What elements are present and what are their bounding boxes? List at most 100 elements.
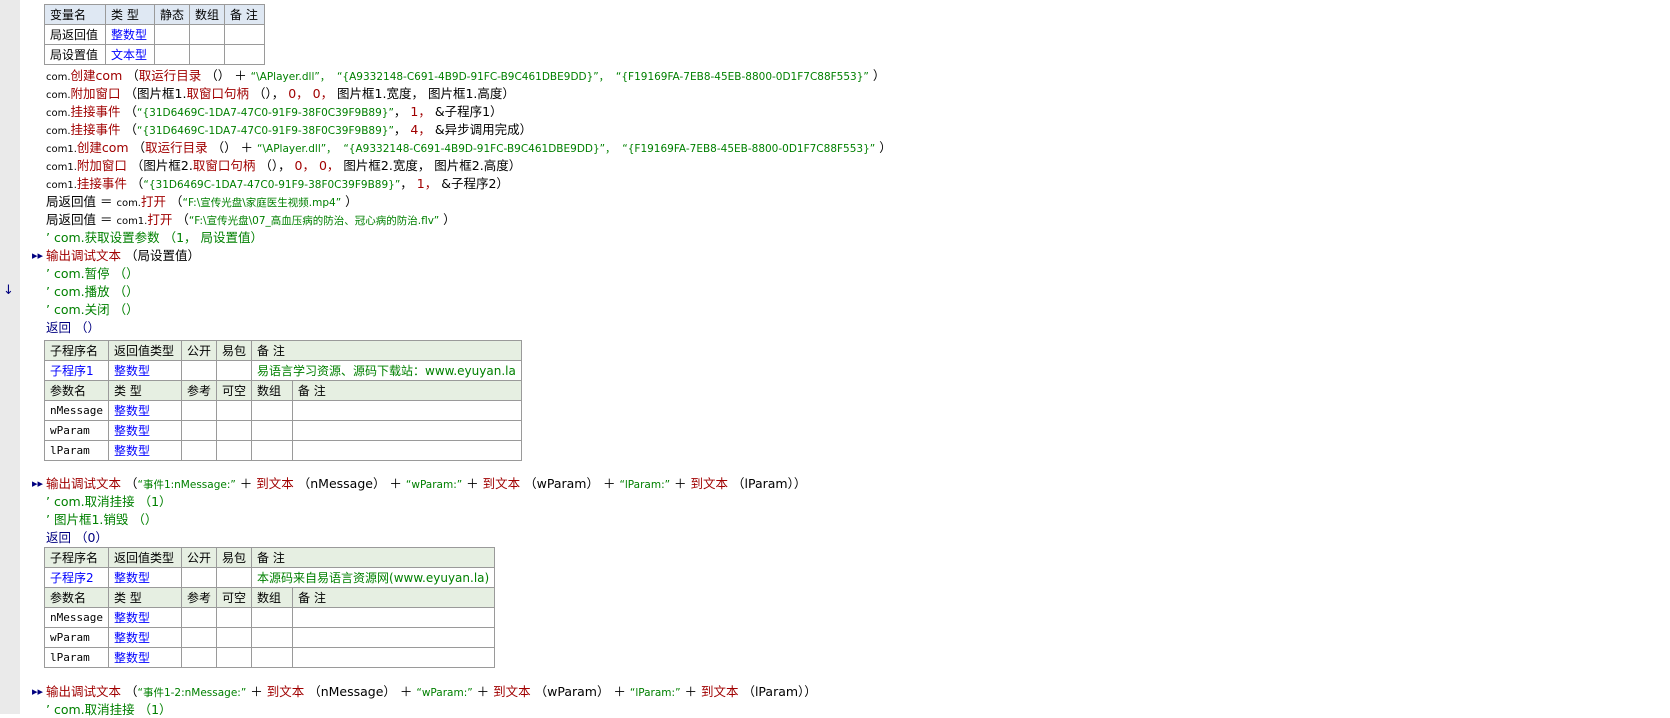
code-line[interactable]: 返回 （） xyxy=(46,320,100,336)
param-ref[interactable] xyxy=(180,647,218,668)
code-comment-line[interactable]: ’ com.关闭 （） xyxy=(46,302,139,318)
code-punct-token: ， xyxy=(393,104,407,119)
var-type[interactable]: 文本型 xyxy=(105,44,155,65)
param-ref[interactable] xyxy=(180,607,218,628)
var-name[interactable]: 局设置值 xyxy=(44,44,106,65)
sub-return-type[interactable]: 整数型 xyxy=(107,360,182,381)
code-function-token: 创建com xyxy=(70,68,123,83)
param-note[interactable] xyxy=(292,627,496,648)
param-nullable[interactable] xyxy=(215,627,253,648)
param-row[interactable]: lParam 整数型 xyxy=(44,440,522,461)
param-nullable[interactable] xyxy=(215,400,253,421)
param-name[interactable]: lParam xyxy=(44,647,109,668)
param-nullable[interactable] xyxy=(215,647,253,668)
code-line[interactable]: 输出调试文本 （“事件1-2:nMessage:” ＋ 到文本 （nMessag… xyxy=(46,684,817,701)
param-row[interactable]: lParam 整数型 xyxy=(44,647,496,668)
param-name[interactable]: lParam xyxy=(44,440,109,461)
param-ref[interactable] xyxy=(180,420,218,441)
code-keyword-token: 返回 （） xyxy=(46,320,100,335)
var-note[interactable] xyxy=(224,24,266,45)
param-type[interactable]: 整数型 xyxy=(107,420,182,441)
param-row[interactable]: wParam 整数型 xyxy=(44,420,522,441)
code-line[interactable]: 输出调试文本 （“事件1:nMessage:” ＋ 到文本 （nMessage）… xyxy=(46,476,806,493)
param-ref[interactable] xyxy=(180,400,218,421)
var-static[interactable] xyxy=(153,44,191,65)
param-note[interactable] xyxy=(292,647,496,668)
param-type[interactable]: 整数型 xyxy=(107,400,182,421)
param-name[interactable]: wParam xyxy=(44,420,109,441)
param-array[interactable] xyxy=(251,400,293,421)
code-line[interactable]: com1.挂接事件 （“{31D6469C-1DA7-47C0-91F9-38F… xyxy=(46,176,509,194)
breakpoint-arrow-marker[interactable]: ▸▸ xyxy=(32,685,44,698)
param-type[interactable]: 整数型 xyxy=(107,440,182,461)
code-line[interactable]: com1.附加窗口 （图片框2.取窗口句柄 （）， 0， 0， 图片框2.宽度，… xyxy=(46,158,521,176)
code-line[interactable]: 局返回值 ＝ com.打开 （“F:\宣传光盘\家庭医生视频.mp4” ） xyxy=(46,194,358,212)
code-function-token: 取窗口句柄 xyxy=(192,158,256,173)
code-line[interactable]: 返回 （0） xyxy=(46,530,108,546)
code-punct-token: （ xyxy=(121,684,138,699)
code-line[interactable]: com.挂接事件 （“{31D6469C-1DA7-47C0-91F9-38F0… xyxy=(46,122,532,140)
sub-name[interactable]: 子程序2 xyxy=(44,567,109,588)
breakpoint-arrow-marker[interactable]: ▸▸ xyxy=(32,477,44,490)
param-name[interactable]: nMessage xyxy=(44,400,109,421)
code-string-token: “\APlayer.dll”， “{A9332148-C691-4B9D-91F… xyxy=(250,71,869,83)
sub-public[interactable] xyxy=(180,360,218,381)
param-note[interactable] xyxy=(291,440,522,461)
var-static[interactable] xyxy=(153,24,191,45)
sub-row[interactable]: 子程序1 整数型 易语言学习资源、源码下载站：www.eyuyan.la xyxy=(44,360,522,381)
code-comment-line[interactable]: ’ com.取消挂接 （1） xyxy=(46,702,172,718)
sub-public[interactable] xyxy=(180,567,218,588)
param-row[interactable]: nMessage 整数型 xyxy=(44,607,496,628)
code-line[interactable]: 局返回值 ＝ com1.打开 （“F:\宣传光盘\07_高血压病的防治、冠心病的… xyxy=(46,212,456,230)
var-array[interactable] xyxy=(189,44,226,65)
param-note[interactable] xyxy=(292,607,496,628)
code-comment-line[interactable]: ’ com.取消挂接 （1） xyxy=(46,494,172,510)
code-line[interactable]: com.挂接事件 （“{31D6469C-1DA7-47C0-91F9-38F0… xyxy=(46,104,503,122)
execution-arrow-icon: ↓ xyxy=(3,283,14,298)
param-name[interactable]: nMessage xyxy=(44,607,109,628)
sub-name[interactable]: 子程序1 xyxy=(44,360,109,381)
code-line[interactable]: com.附加窗口 （图片框1.取窗口句柄 （）， 0， 0， 图片框1.宽度， … xyxy=(46,86,515,104)
sub-row[interactable]: 子程序2 整数型 本源码来自易语言资源网(www.eyuyan.la) xyxy=(44,567,496,588)
subroutine-table: 子程序名 返回值类型 公开 易包 备 注 子程序1 整数型 易语言学习资源、源码… xyxy=(44,340,522,461)
param-type[interactable]: 整数型 xyxy=(107,627,182,648)
code-line[interactable]: com1.创建com （取运行目录 （） ＋ “\APlayer.dll”， “… xyxy=(46,140,892,158)
code-string-token: “wParam:” xyxy=(416,687,473,699)
param-array[interactable] xyxy=(251,420,293,441)
param-type[interactable]: 整数型 xyxy=(107,647,182,668)
code-line[interactable]: 输出调试文本 （局设置值） xyxy=(46,248,200,264)
sub-epackage[interactable] xyxy=(215,360,253,381)
sub-note[interactable]: 本源码来自易语言资源网(www.eyuyan.la) xyxy=(251,567,496,588)
param-row[interactable]: nMessage 整数型 xyxy=(44,400,522,421)
code-object-token: com. xyxy=(46,126,71,137)
sub-return-type[interactable]: 整数型 xyxy=(107,567,182,588)
sub-epackage[interactable] xyxy=(215,567,253,588)
var-row[interactable]: 局设置值 文本型 xyxy=(44,44,266,65)
sub-note[interactable]: 易语言学习资源、源码下载站：www.eyuyan.la xyxy=(251,360,522,381)
param-array[interactable] xyxy=(251,607,294,628)
var-type[interactable]: 整数型 xyxy=(105,24,155,45)
var-name[interactable]: 局返回值 xyxy=(44,24,106,45)
param-array[interactable] xyxy=(251,627,294,648)
param-nullable[interactable] xyxy=(215,607,253,628)
param-ref[interactable] xyxy=(180,440,218,461)
param-type[interactable]: 整数型 xyxy=(107,607,182,628)
var-note[interactable] xyxy=(224,44,266,65)
param-ref[interactable] xyxy=(180,627,218,648)
param-name[interactable]: wParam xyxy=(44,627,109,648)
var-row[interactable]: 局返回值 整数型 xyxy=(44,24,266,45)
breakpoint-arrow-marker[interactable]: ▸▸ xyxy=(32,249,44,262)
code-comment-line[interactable]: ’ com.暂停 （） xyxy=(46,266,139,282)
param-nullable[interactable] xyxy=(215,420,253,441)
var-array[interactable] xyxy=(189,24,226,45)
param-nullable[interactable] xyxy=(215,440,253,461)
code-comment-line[interactable]: ’ com.获取设置参数 （1， 局设置值） xyxy=(46,230,263,246)
param-note[interactable] xyxy=(291,420,522,441)
code-comment-line[interactable]: ’ 图片框1.销毁 （） xyxy=(46,512,157,528)
code-line[interactable]: com.创建com （取运行目录 （） ＋ “\APlayer.dll”， “{… xyxy=(46,68,885,86)
param-array[interactable] xyxy=(251,440,293,461)
param-row[interactable]: wParam 整数型 xyxy=(44,627,496,648)
code-comment-line[interactable]: ’ com.播放 （） xyxy=(46,284,139,300)
param-note[interactable] xyxy=(291,400,522,421)
param-array[interactable] xyxy=(251,647,294,668)
